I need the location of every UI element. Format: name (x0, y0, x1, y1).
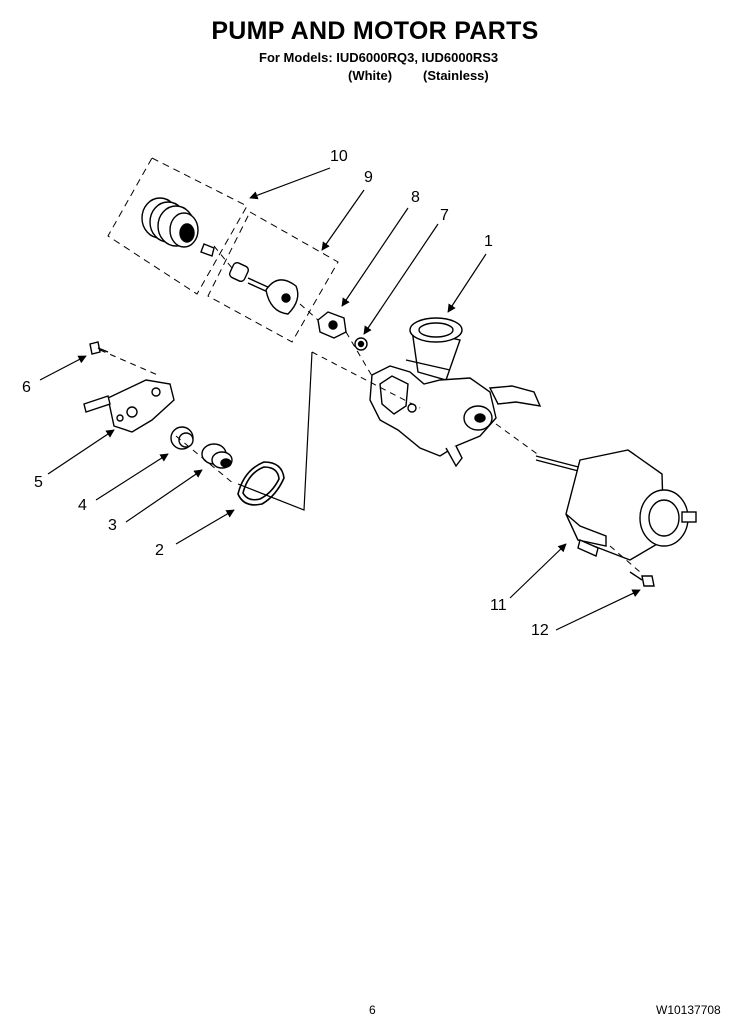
impeller-part (228, 261, 299, 315)
alignment-lines (99, 245, 641, 573)
callout-6: 6 (22, 379, 31, 396)
leader-4 (95, 453, 169, 501)
callout-1: 1 (484, 233, 493, 250)
models-line: For Models: IUD6000RQ3, IUD6000RS3 (259, 50, 499, 65)
kit-9-outline (207, 211, 339, 343)
callout-leaders (39, 167, 641, 631)
gasket-part (237, 461, 285, 506)
callout-8: 8 (411, 189, 420, 206)
callout-5: 5 (34, 474, 43, 491)
leader-1 (447, 253, 487, 313)
callout-7: 7 (440, 207, 449, 224)
diaphragm-part (201, 443, 233, 469)
callout-9: 9 (364, 169, 373, 186)
leader-7 (363, 223, 439, 335)
pump-cover-part (83, 379, 175, 433)
callout-10: 10 (330, 148, 348, 165)
washer-part (354, 337, 368, 351)
leader-11 (509, 543, 567, 599)
pump-housing-part (369, 317, 542, 468)
callout-2: 2 (155, 542, 164, 559)
leader-8 (341, 207, 409, 307)
leader-9 (321, 189, 365, 251)
leader-5 (47, 429, 115, 475)
document-number: W10137708 (656, 1003, 721, 1017)
motor-part (535, 449, 697, 561)
callout-3: 3 (108, 517, 117, 534)
seal-part (170, 426, 194, 450)
callout-11: 11 (490, 597, 507, 614)
page-number: 6 (369, 1003, 376, 1017)
variant-white: (White) (348, 68, 393, 83)
kit-10-outline (107, 157, 248, 295)
variant-stainless: (Stainless) (423, 68, 489, 83)
gasket-leader-bracket (237, 351, 313, 511)
leader-10 (249, 167, 331, 200)
leader-6 (39, 355, 87, 381)
screw-part (89, 341, 109, 355)
motor-screw-part (629, 571, 655, 587)
leader-2 (175, 509, 235, 545)
callout-4: 4 (78, 497, 87, 514)
bearing-part (317, 311, 347, 339)
seal-ring-part (141, 197, 215, 257)
page-title: PUMP AND MOTOR PARTS (211, 17, 539, 45)
leader-12 (555, 589, 641, 631)
leader-3 (125, 469, 203, 523)
callout-12: 12 (531, 622, 549, 639)
